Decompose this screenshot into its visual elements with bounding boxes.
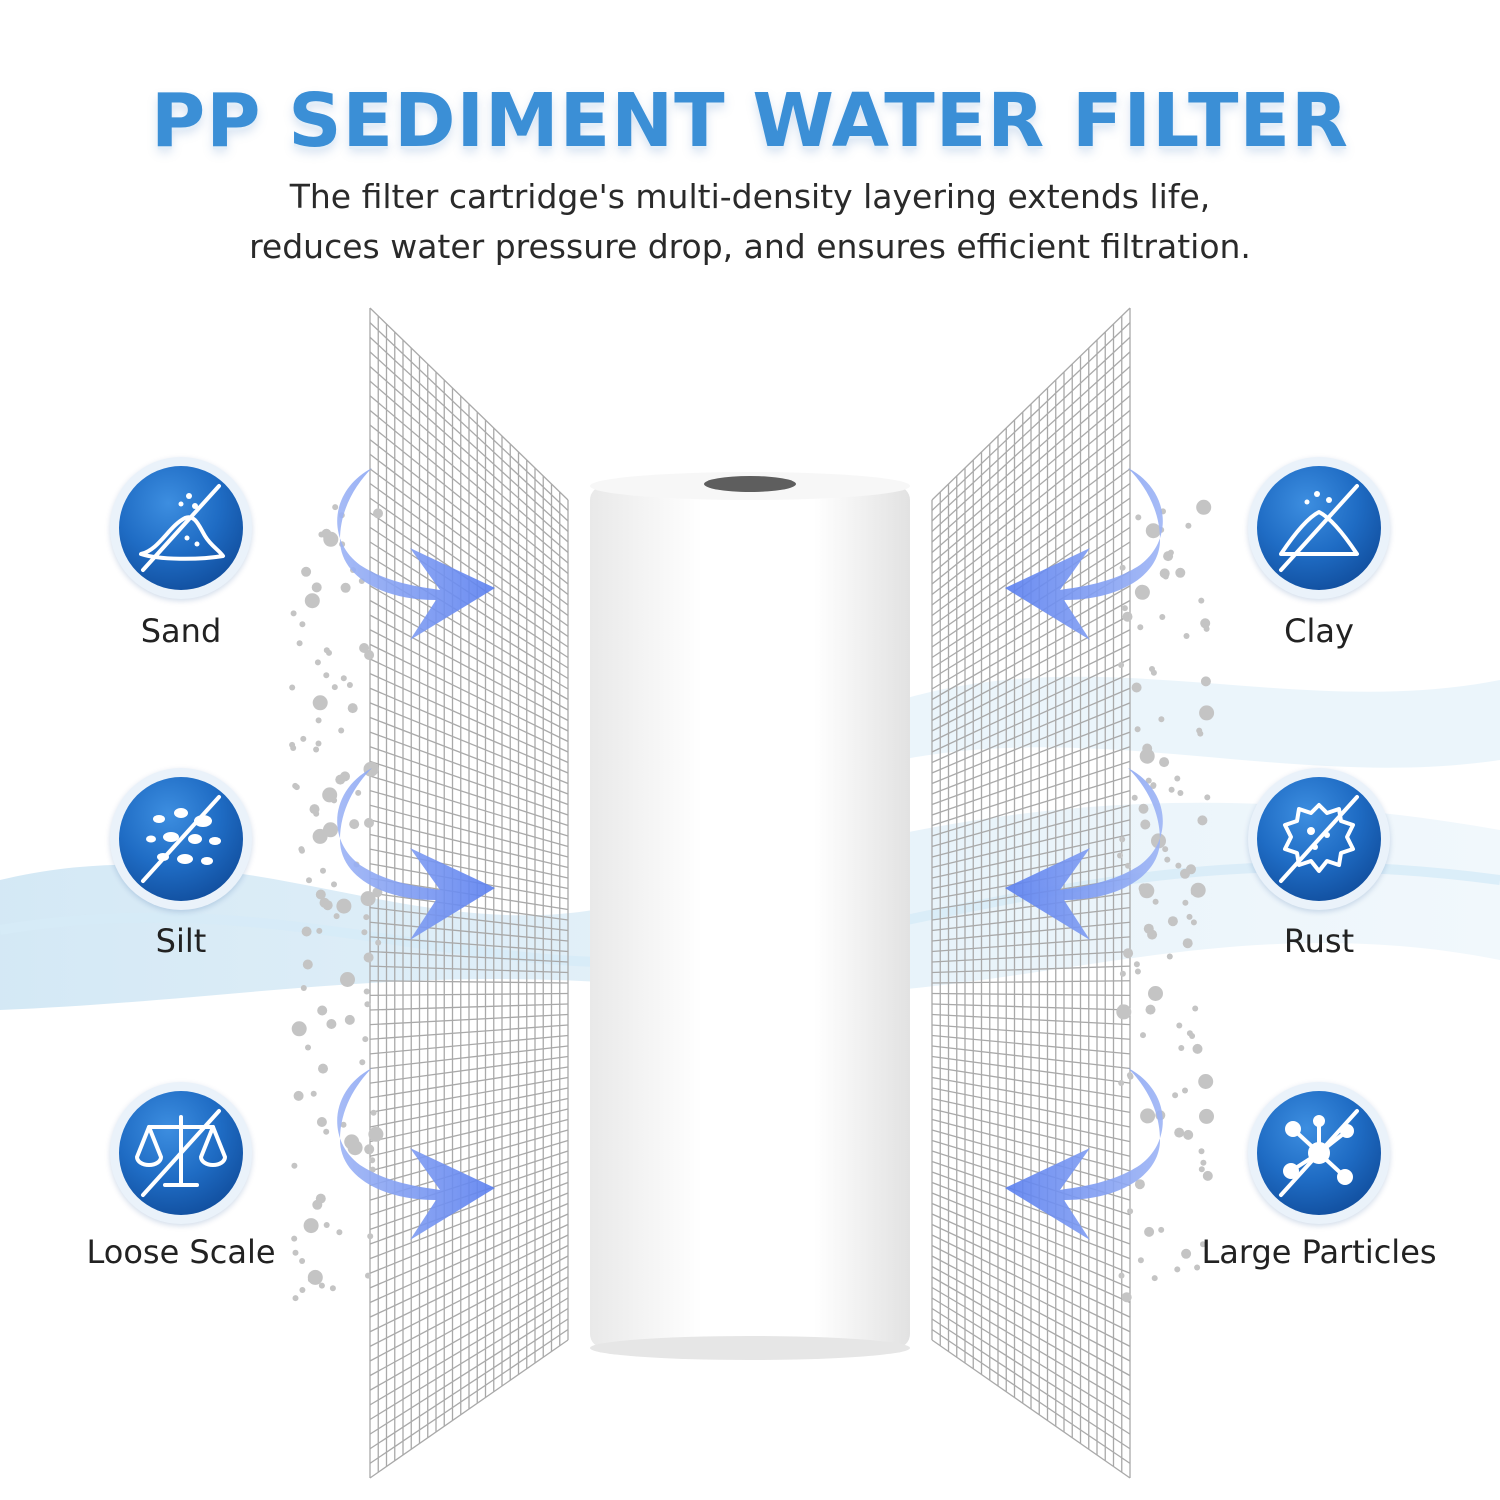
clay-icon — [1279, 484, 1359, 572]
contaminant-label-large-particles: Large Particles — [1201, 1233, 1437, 1271]
flow-arrow — [1005, 768, 1163, 940]
contaminant-label-rust: Rust — [1283, 922, 1355, 960]
flow-arrow — [337, 1068, 495, 1240]
flow-arrow — [1005, 468, 1163, 640]
silt-icon — [141, 795, 221, 883]
contaminant-label-sand: Sand — [140, 612, 222, 650]
flow-arrow — [337, 768, 495, 940]
page-subtitle: The filter cartridge's multi-density lay… — [0, 172, 1500, 272]
silt-badge — [110, 768, 252, 910]
loose-scale-badge — [110, 1082, 252, 1224]
sand-icon — [139, 484, 225, 572]
left-particles — [289, 504, 384, 1302]
filter-cartridge — [590, 472, 910, 1360]
flow-arrow — [337, 468, 495, 640]
particles-icon — [1279, 1109, 1359, 1197]
subtitle-line-2: reduces water pressure drop, and ensures… — [249, 227, 1251, 266]
sand-badge — [110, 457, 252, 599]
clay-badge — [1248, 457, 1390, 599]
scale-icon — [135, 1109, 227, 1197]
contaminant-label-silt: Silt — [155, 922, 207, 960]
right-particles — [1116, 499, 1215, 1303]
contaminant-label-clay: Clay — [1284, 612, 1354, 650]
rust-badge — [1248, 768, 1390, 910]
large-particles-badge — [1248, 1082, 1390, 1224]
contaminant-label-loose-scale: Loose Scale — [86, 1233, 276, 1271]
flow-arrow — [1005, 1068, 1163, 1240]
rust-icon — [1279, 795, 1359, 883]
left-flow-arrows — [337, 468, 495, 1240]
right-flow-arrows — [1005, 468, 1163, 1240]
page-title: PP SEDIMENT WATER FILTER — [151, 78, 1349, 164]
subtitle-line-1: The filter cartridge's multi-density lay… — [289, 177, 1211, 216]
